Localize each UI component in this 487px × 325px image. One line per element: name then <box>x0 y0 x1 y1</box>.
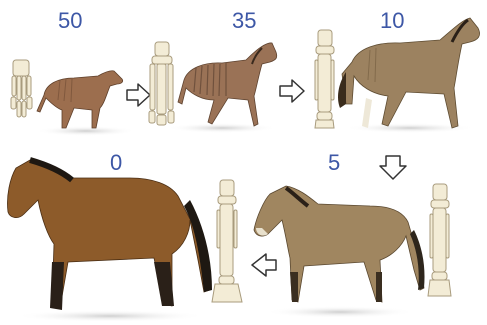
foot-bone-stage-5 <box>427 183 452 297</box>
foot-bone-stage-50 <box>10 59 33 118</box>
foot-bone-stage-10 <box>314 29 335 129</box>
stage-label-50: 50 <box>58 8 83 33</box>
horse-stage-5 <box>253 185 425 318</box>
arrow-down-icon <box>379 155 407 180</box>
stage-label-5: 5 <box>328 150 341 175</box>
arrow-right-icon <box>279 79 305 103</box>
foot-bone-stage-0 <box>211 179 243 303</box>
stage-label-10: 10 <box>380 8 405 33</box>
foot-bone-stage-35 <box>148 41 175 126</box>
stage-label-35: 35 <box>232 8 257 33</box>
arrow-right-icon <box>126 83 151 107</box>
arrow-left-icon <box>251 253 277 277</box>
horse-stage-10 <box>338 17 480 133</box>
horse-stage-0 <box>7 157 212 322</box>
stage-label-0: 0 <box>110 150 123 175</box>
horse-stage-50 <box>36 70 136 136</box>
horse-stage-35 <box>167 42 278 133</box>
